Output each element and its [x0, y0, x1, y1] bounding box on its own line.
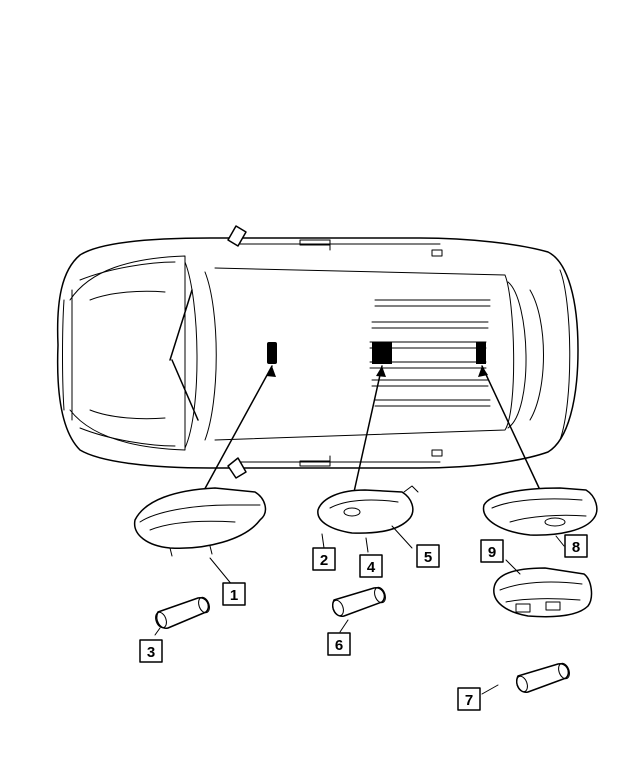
callout-2-label: 2 — [320, 552, 328, 569]
callout-4-box: 4 — [359, 554, 383, 578]
bulb-3 — [154, 596, 210, 636]
callout-6-label: 6 — [335, 637, 343, 654]
callout-9-label: 9 — [488, 544, 496, 561]
callout-7-box: 7 — [457, 687, 481, 711]
lamp-location-rear — [476, 342, 486, 364]
callout-7-label: 7 — [465, 692, 473, 709]
callout-9-box: 9 — [480, 539, 504, 563]
dome-lamp-front — [133, 487, 267, 587]
callout-3-label: 3 — [147, 644, 155, 661]
callout-8-label: 8 — [572, 539, 580, 556]
callout-3-box: 3 — [139, 639, 163, 663]
dome-lamp-rear — [482, 487, 598, 547]
callout-1-box: 1 — [222, 582, 246, 606]
vehicle-top-view — [56, 225, 579, 479]
dome-lamp-center — [317, 485, 419, 553]
callout-5-box: 5 — [416, 544, 440, 568]
callout-1-label: 1 — [230, 587, 238, 604]
lamp-housing — [493, 559, 593, 618]
callout-4-label: 4 — [367, 559, 376, 576]
bulb-7 — [481, 662, 570, 695]
lamp-location-middle — [372, 342, 392, 364]
callout-5-label: 5 — [424, 549, 432, 566]
lamp-location-front — [267, 342, 277, 364]
callout-6-box: 6 — [327, 632, 351, 656]
leader-arrows — [195, 365, 541, 506]
bulb-6 — [332, 586, 386, 633]
callout-8-box: 8 — [564, 534, 588, 558]
callout-2-box: 2 — [312, 547, 336, 571]
